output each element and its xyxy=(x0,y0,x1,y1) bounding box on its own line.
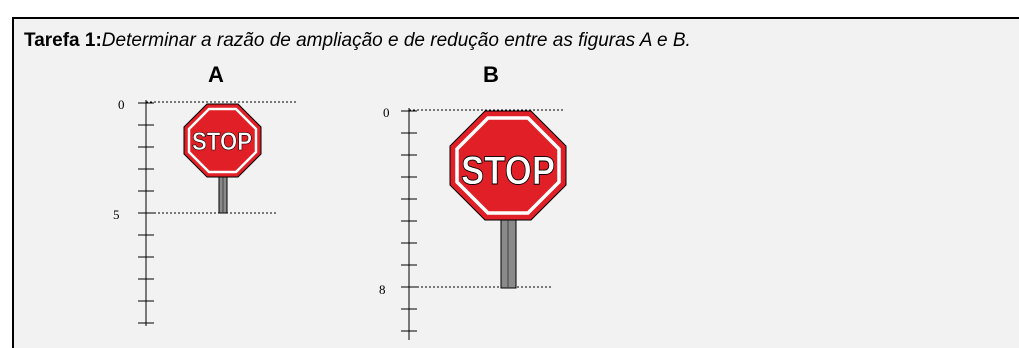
stop-sign-a: STOP xyxy=(183,103,262,214)
ruler-b-label-0: 0 xyxy=(383,105,390,120)
figure-b-label: B xyxy=(483,62,499,87)
sign-a-octagon xyxy=(183,103,262,178)
task-title: Tarefa 1: xyxy=(24,30,102,51)
task-description: Determinar a razão de ampliação e de red… xyxy=(101,30,691,51)
ruler-b xyxy=(401,108,417,340)
stop-sign-b: STOP xyxy=(449,110,567,289)
task-heading: Tarefa 1:Determinar a razão de ampliação… xyxy=(24,30,691,52)
figure-a-label: A xyxy=(208,62,224,87)
ruler-a-label-5: 5 xyxy=(113,207,120,222)
sign-b-text: STOP xyxy=(461,149,555,193)
ruler-b-label-8: 8 xyxy=(379,282,386,297)
ruler-a-label-0: 0 xyxy=(118,97,125,112)
sign-a-text: STOP xyxy=(192,128,252,156)
sign-b-octagon xyxy=(449,110,567,221)
